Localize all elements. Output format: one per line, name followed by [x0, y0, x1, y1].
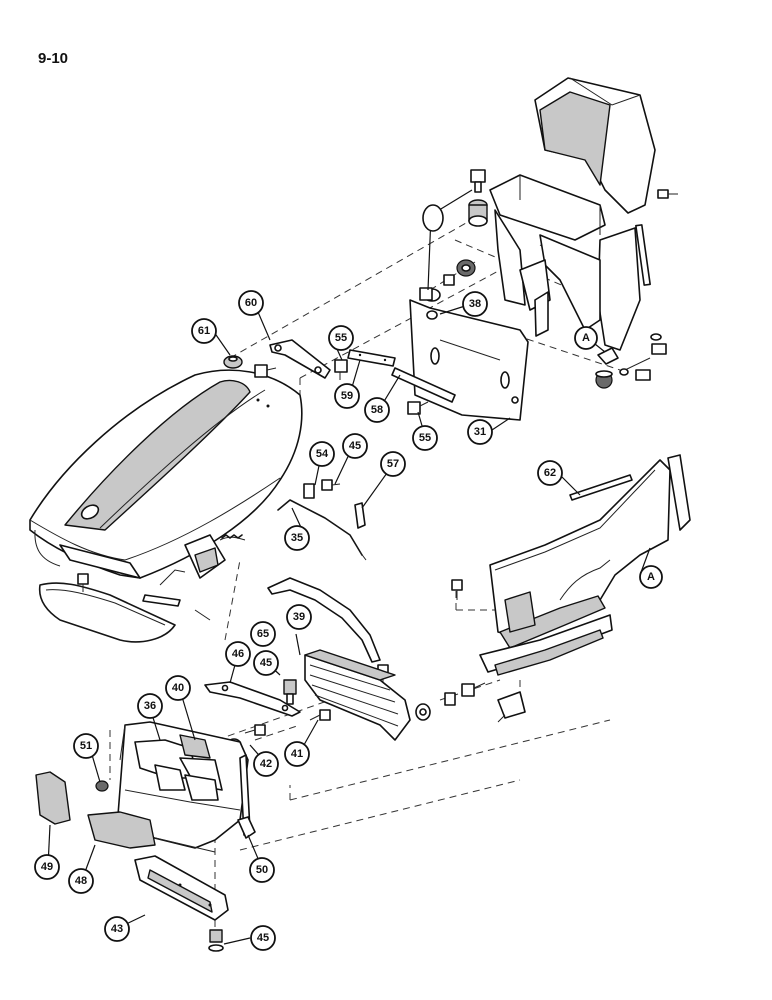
svg-text:48: 48 [75, 875, 87, 887]
callout-45-mid: 45 [253, 650, 279, 676]
callout-46: 46 [225, 641, 251, 667]
svg-text:59: 59 [341, 390, 353, 402]
svg-text:41: 41 [291, 748, 303, 760]
fastener-right-top [595, 189, 678, 389]
callout-43: 43 [104, 916, 130, 942]
callout-62: 62 [537, 460, 563, 486]
strip-58 [391, 367, 456, 403]
callout-36: 36 [137, 693, 163, 719]
rod-35 [277, 499, 367, 561]
callout-60: 60 [238, 290, 264, 316]
svg-text:58: 58 [371, 404, 383, 416]
svg-text:40: 40 [172, 682, 184, 694]
svg-text:A: A [647, 571, 655, 583]
svg-text:57: 57 [387, 458, 399, 470]
callout-61: 61 [191, 318, 217, 344]
callout-40: 40 [165, 675, 191, 701]
mounting-bracket-frame [489, 174, 606, 337]
side-strip-50 [237, 754, 256, 839]
svg-text:39: 39 [293, 611, 305, 623]
callout-55: 55 [328, 325, 354, 351]
callout-54: 54 [309, 441, 335, 467]
callout-48: 48 [68, 868, 94, 894]
callout-55-lower: 55 [412, 425, 438, 451]
callout-45-top: 45 [342, 433, 368, 459]
lower-step-panel [451, 579, 613, 723]
bolt-45-bottom [208, 929, 224, 952]
svg-text:45: 45 [260, 657, 272, 669]
grille-frame-strip [267, 577, 381, 663]
svg-text:49: 49 [41, 861, 53, 873]
callout-45-bottom: 45 [250, 925, 276, 951]
callout-A-top: A [574, 326, 598, 350]
bolt-top-unlabeled [422, 204, 444, 232]
page-number: 9-10 [38, 50, 69, 67]
hood-seal [38, 582, 176, 643]
callout-57: 57 [380, 451, 406, 477]
callout-65: 65 [250, 621, 276, 647]
svg-text:65: 65 [257, 628, 269, 640]
svg-text:36: 36 [144, 700, 156, 712]
bolt-55-top [254, 359, 348, 380]
callout-35: 35 [284, 525, 310, 551]
lens-49 [35, 771, 71, 825]
bolt-stack-top [419, 169, 522, 343]
spacer-and-bolts-middle [377, 664, 486, 721]
svg-text:60: 60 [245, 297, 257, 309]
svg-text:46: 46 [232, 648, 244, 660]
bumper-plate-43 [134, 855, 229, 921]
svg-text:38: 38 [469, 298, 481, 310]
svg-text:42: 42 [260, 758, 272, 770]
svg-text:45: 45 [257, 932, 269, 944]
callout-49: 49 [34, 854, 60, 880]
callout-59: 59 [334, 383, 360, 409]
callout-51: 51 [73, 733, 99, 759]
callout-42: 42 [253, 751, 279, 777]
bolt-45-mid [283, 679, 297, 705]
svg-text:31: 31 [474, 426, 486, 438]
bracket-46 [204, 681, 301, 717]
nut-61 [223, 355, 243, 369]
svg-text:51: 51 [80, 740, 92, 752]
svg-text:55: 55 [419, 432, 431, 444]
clip-54 [303, 479, 341, 499]
bolt-55-bottom [407, 401, 429, 415]
svg-text:62: 62 [544, 467, 556, 479]
pin-57 [354, 502, 366, 529]
callout-58: 58 [364, 397, 390, 423]
svg-text:A: A [582, 332, 590, 344]
callout-39: 39 [286, 604, 312, 630]
side-panel [489, 454, 691, 649]
grille-39 [304, 649, 411, 741]
svg-text:55: 55 [335, 332, 347, 344]
strip-59 [347, 349, 396, 367]
svg-text:54: 54 [316, 448, 329, 460]
callout-38: 38 [462, 291, 488, 317]
callout-50: 50 [249, 857, 275, 883]
hood [29, 369, 303, 579]
svg-text:45: 45 [349, 440, 361, 452]
callout-A-side: A [639, 565, 663, 589]
svg-text:43: 43 [111, 923, 123, 935]
svg-text:50: 50 [256, 864, 268, 876]
latch-assembly [77, 534, 246, 621]
lens-48 [87, 811, 156, 849]
bolt-51 [95, 780, 109, 792]
callout-41: 41 [284, 741, 310, 767]
rear-fender-panel [534, 77, 656, 351]
svg-text:61: 61 [198, 325, 210, 337]
svg-text:35: 35 [291, 532, 303, 544]
bracket-60 [269, 339, 331, 379]
callout-31: 31 [467, 419, 493, 445]
front-grille-housing-36 [117, 721, 249, 853]
